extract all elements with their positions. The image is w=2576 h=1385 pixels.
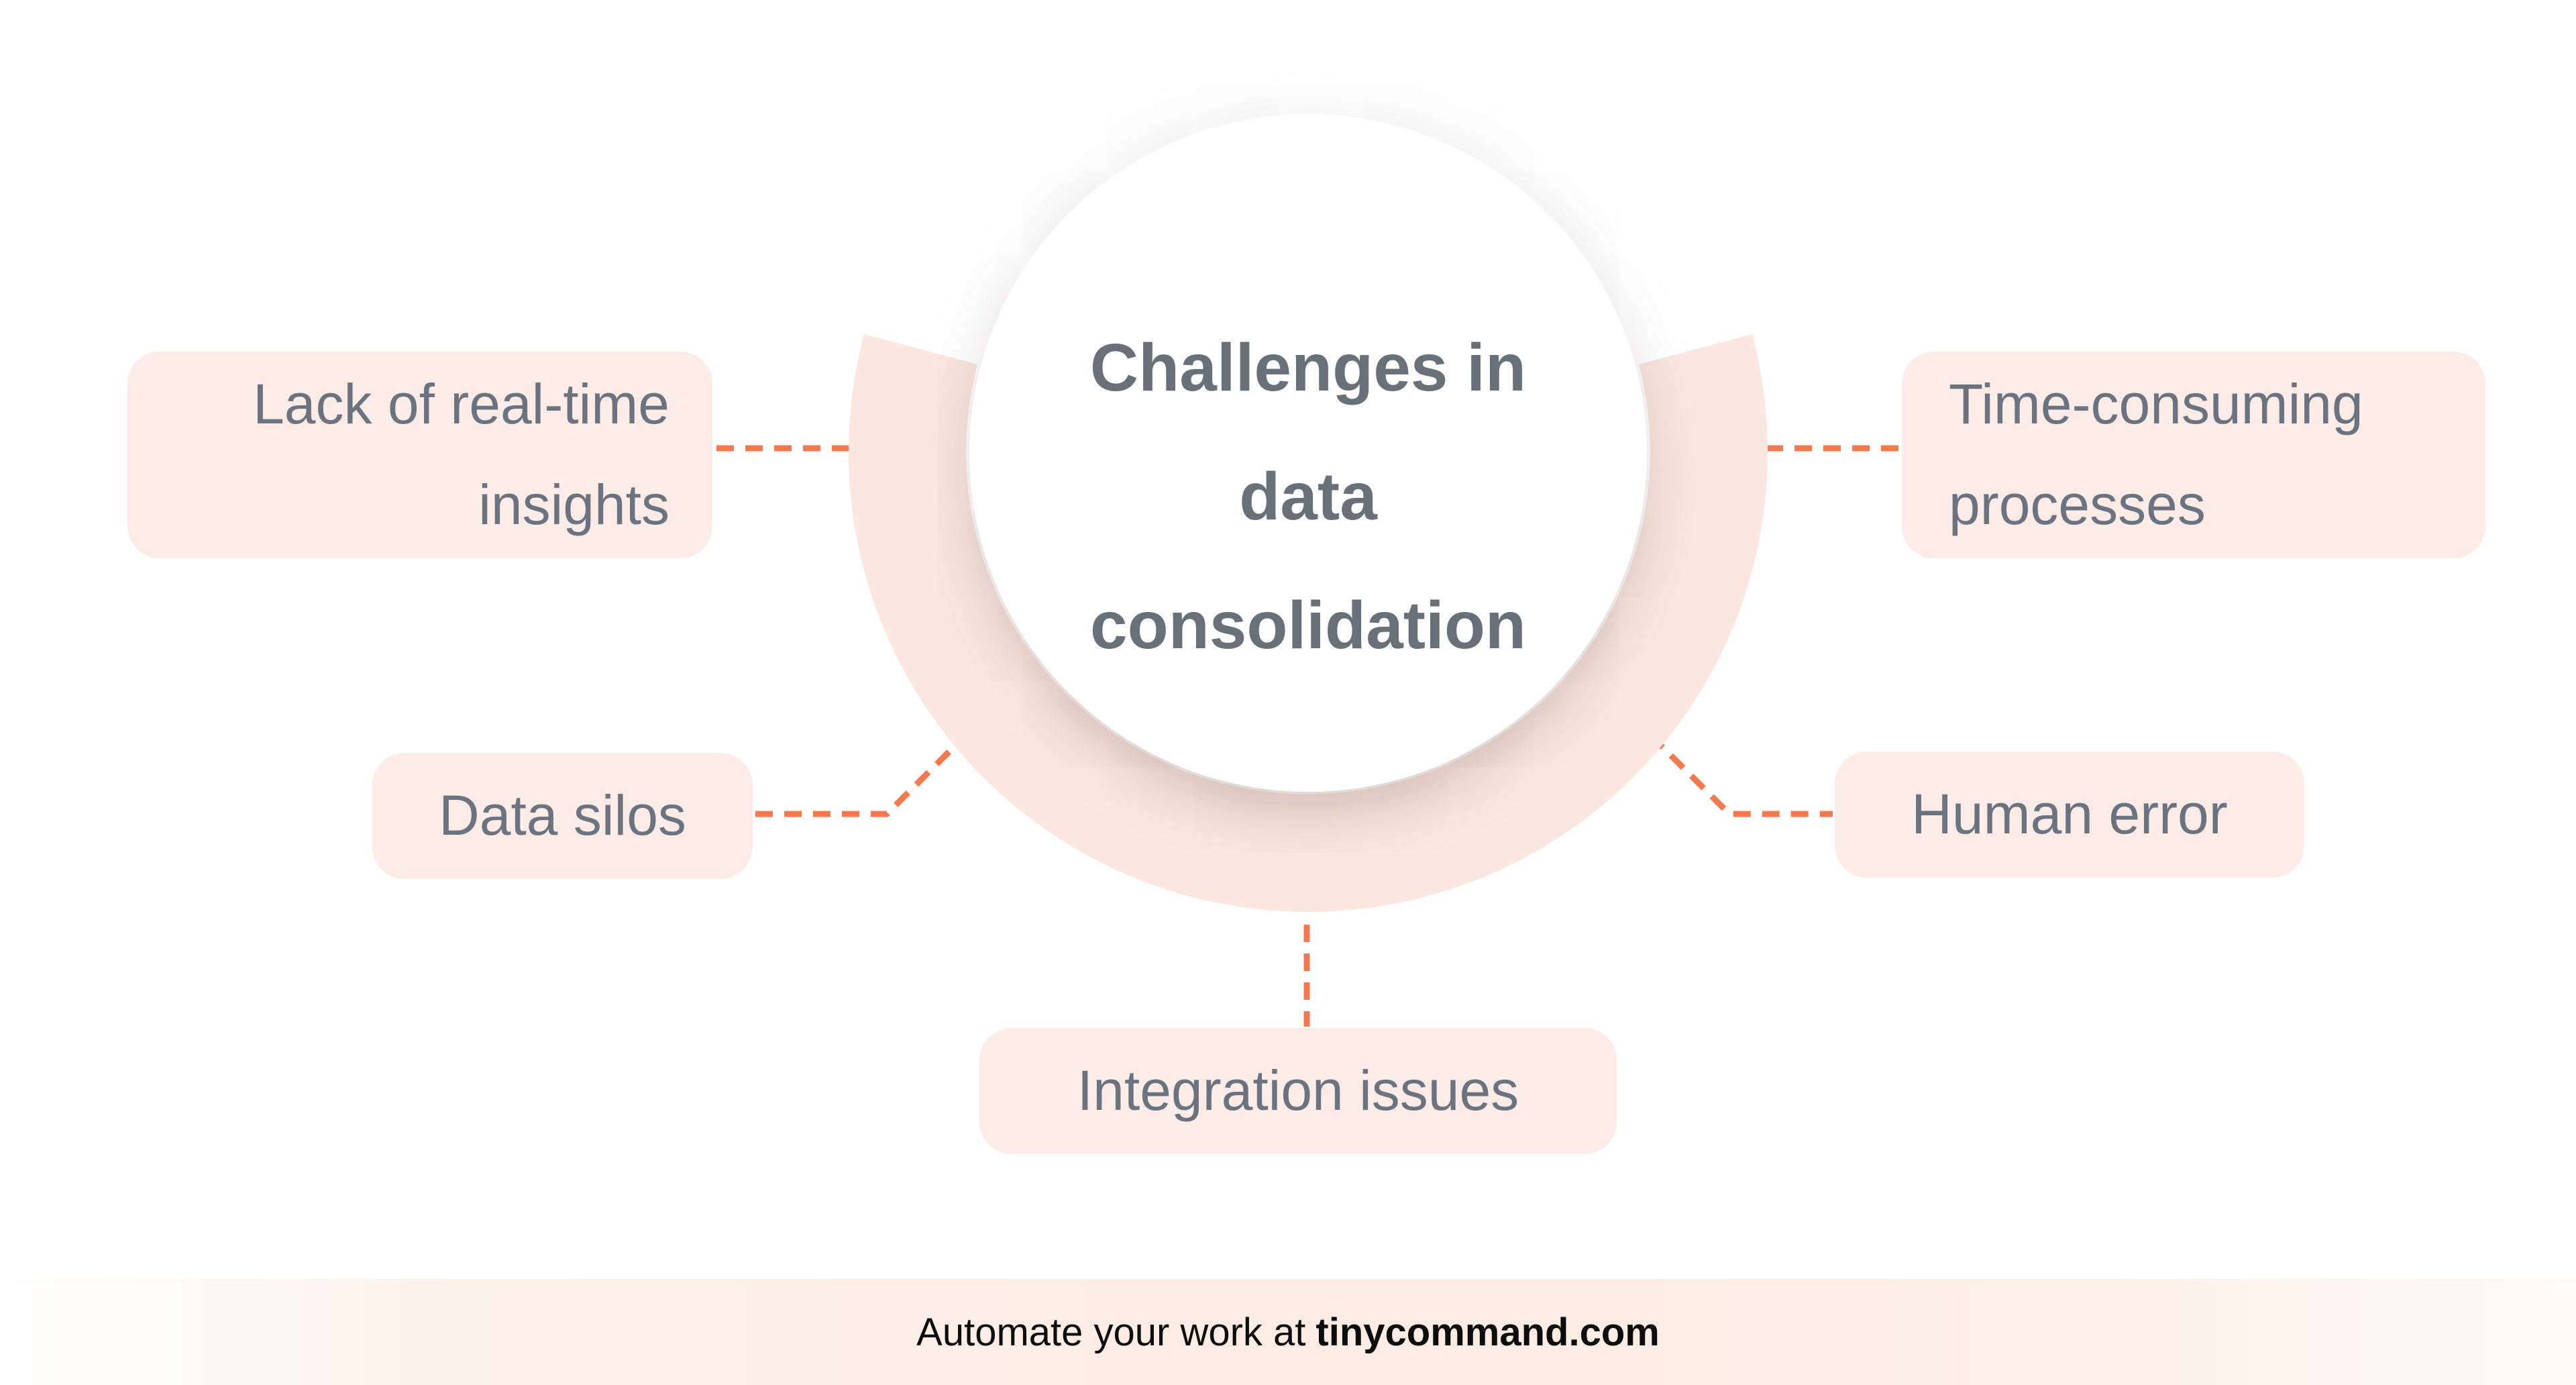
label-text: Integration issues <box>1077 1059 1519 1123</box>
footer-text: Automate your work at <box>916 1310 1306 1354</box>
label-text: Data silos <box>439 784 686 848</box>
label-box-human-error: Human error <box>1835 752 2304 878</box>
center-title-line-2: data <box>1239 459 1377 534</box>
footer-banner: Automate your work at tinycommand.com <box>0 1279 2576 1385</box>
center-title-line-3: consolidation <box>1090 588 1526 663</box>
connector-human-error <box>1627 712 1833 817</box>
connector-data-silos <box>755 712 989 817</box>
label-text: Human error <box>1911 782 2228 846</box>
label-box-integration-issues: Integration issues <box>979 1028 1617 1154</box>
label-box-data-silos: Data silos <box>372 753 753 879</box>
center-title: Challenges in data consolidation <box>1040 303 1576 690</box>
footer-brand: tinycommand.com <box>1316 1310 1660 1354</box>
center-circle: Challenges in data consolidation <box>969 114 1647 792</box>
label-text: Lack of real-time insights <box>253 372 669 536</box>
center-title-line-1: Challenges in <box>1089 330 1527 405</box>
label-box-time-consuming-processes: Time-consuming processes <box>1902 352 2485 558</box>
label-box-lack-of-real-time-insights: Lack of real-time insights <box>127 352 712 558</box>
label-text: Time-consuming processes <box>1949 372 2363 536</box>
pink-arc-ring <box>848 334 1768 913</box>
